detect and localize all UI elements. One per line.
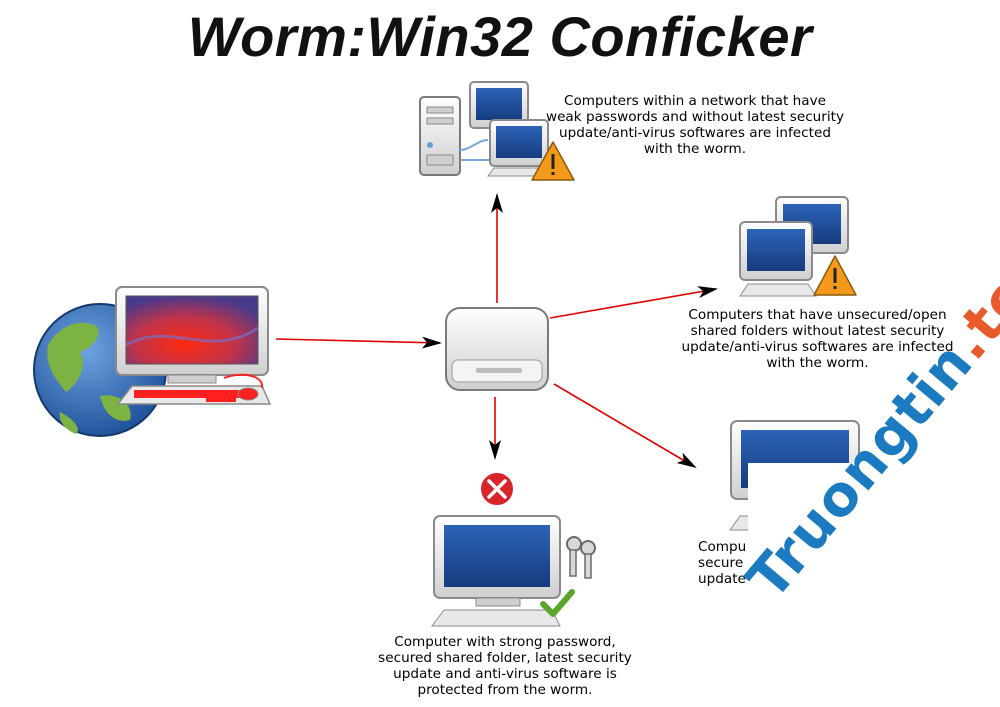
protected-caption: Computer with strong password, secured s… — [378, 634, 632, 698]
shared-folder-computers — [739, 196, 857, 297]
arrow-to-drive — [275, 336, 442, 349]
warning-icon — [813, 255, 857, 296]
keys-icon — [566, 536, 596, 579]
watermark-cover — [748, 463, 1000, 707]
network-caption: Computers within a network that have wea… — [545, 93, 845, 157]
usb-drive-icon — [445, 307, 549, 391]
arrows — [275, 193, 718, 469]
protected-computer — [431, 471, 596, 627]
network-computers — [419, 81, 575, 181]
warning-icon — [531, 141, 575, 181]
diagram-title: Worm:Win32 Conficker — [187, 5, 813, 68]
partial-caption: Compu secure update — [698, 539, 768, 587]
arrow-to-partial — [553, 383, 697, 469]
partial-caption-line: Compu — [698, 539, 747, 555]
partial-caption-line: secure — [698, 555, 744, 571]
check-icon — [540, 589, 575, 617]
source-computer — [33, 286, 272, 437]
partial-caption-line: update — [698, 571, 746, 587]
infected-screen — [125, 295, 259, 365]
arrow-to-shared — [549, 286, 718, 319]
blocked-icon — [479, 471, 515, 507]
shared-folder-caption: Computers that have unsecured/open share… — [681, 307, 954, 371]
